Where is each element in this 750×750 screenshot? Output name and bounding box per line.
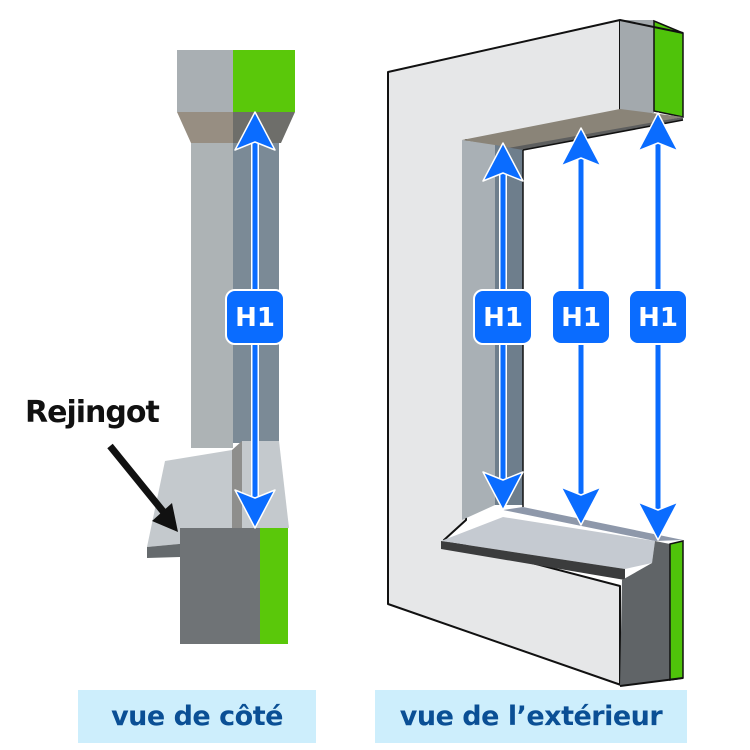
caption-exterior-view: vue de l’extérieur: [375, 690, 687, 743]
h1-label-box: [473, 289, 533, 345]
ext-sill-front: [441, 541, 625, 580]
arrow-head-down: [234, 489, 276, 529]
h1-dimension-arrow-side: H1: [225, 111, 285, 529]
ext-lower-bottom-edge: [619, 677, 684, 687]
dimension-arrows: H1 H1 H1 H1: [225, 111, 688, 541]
h1-label-box: [628, 289, 688, 345]
h1-label: H1: [235, 303, 275, 333]
ext-sill-top: [441, 517, 655, 569]
ext-lintel-underside: [462, 109, 683, 148]
ext-top-edge: [619, 19, 684, 34]
h1-dimension-arrow-ext-3: H1: [628, 112, 688, 541]
side-lower-insulation: [260, 528, 288, 644]
ext-top-insulation: [653, 19, 684, 118]
side-top-insulation: [233, 50, 295, 112]
rejingot-pointer: Rejingot: [25, 395, 178, 532]
ext-top-side: [620, 20, 654, 113]
h1-label-box: [551, 289, 611, 345]
caption-side-view: vue de côté: [78, 690, 316, 743]
h1-label: H1: [638, 303, 678, 333]
ext-lower-insulation: [669, 540, 684, 681]
ext-sill-back: [503, 507, 683, 541]
h1-label-box: [225, 289, 285, 345]
arrow-head-up: [482, 142, 524, 182]
arrow-head-up: [234, 111, 276, 151]
h1-label: H1: [561, 303, 601, 333]
rejingot-label: Rejingot: [25, 395, 159, 430]
ext-lower-side: [620, 541, 670, 686]
exterior-view: [387, 19, 684, 687]
side-top-wall: [177, 50, 233, 112]
arrow-head-up: [637, 112, 679, 152]
rejingot-arrow-head: [152, 503, 178, 532]
arrow-head-up: [560, 127, 602, 167]
ext-lintel-shadow: [508, 117, 683, 152]
side-lintel-left: [177, 112, 233, 143]
arrow-head-down: [560, 486, 602, 526]
h1-dimension-arrow-ext-1: H1: [473, 142, 533, 511]
arrow-head-down: [482, 471, 524, 511]
h1-dimension-arrow-ext-2: H1: [551, 127, 611, 526]
rejingot-arrow-shaft: [107, 443, 169, 518]
arrow-head-down: [637, 501, 679, 541]
side-view: [147, 50, 295, 644]
h1-label: H1: [483, 303, 523, 333]
side-lower-masonry: [180, 528, 260, 644]
